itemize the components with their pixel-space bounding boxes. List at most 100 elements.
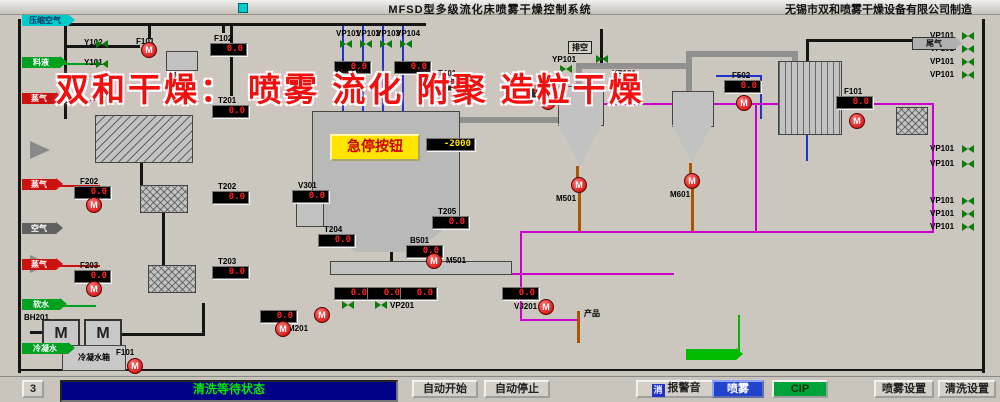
valve-icon[interactable]: [962, 160, 974, 169]
cyclone-2-body[interactable]: [672, 91, 714, 127]
pipe-segment: [390, 251, 393, 261]
value-display[interactable]: 0.0: [367, 287, 404, 300]
v301-vessel[interactable]: [296, 201, 324, 227]
value-display[interactable]: 0.0: [212, 191, 249, 204]
pump-icon[interactable]: M: [538, 299, 554, 315]
pipe-segment: [30, 331, 44, 334]
pump-icon[interactable]: M: [86, 197, 102, 213]
value-display[interactable]: 0.0: [212, 105, 249, 118]
value-display[interactable]: 0.0: [836, 96, 873, 109]
pump-icon[interactable]: M: [86, 281, 102, 297]
tag-label: F203: [80, 261, 99, 270]
venturi-1: [30, 141, 50, 159]
air-heater-2[interactable]: [148, 265, 196, 293]
tag-label: VP101: [930, 144, 955, 153]
valve-icon[interactable]: [962, 58, 974, 67]
cip-button[interactable]: CIP: [772, 380, 828, 398]
pipe-segment: [458, 117, 560, 123]
tag-label: YP101: [552, 55, 577, 64]
value-display[interactable]: 0.0: [394, 61, 431, 74]
flow-arrow: 冷凝水: [22, 342, 75, 354]
pump-icon[interactable]: M: [275, 321, 291, 337]
pump-icon[interactable]: M: [127, 358, 143, 374]
valve-icon[interactable]: [962, 223, 974, 232]
nav-small-button[interactable]: 3: [22, 380, 44, 398]
valve-icon[interactable]: [618, 81, 630, 90]
valve-icon[interactable]: [962, 71, 974, 80]
mute-alarm-button[interactable]: 消报警音: [636, 380, 716, 398]
value-display[interactable]: 0.0: [432, 78, 469, 91]
manufacturer-label: 无锡市双和喷雾干燥设备有限公司制造: [785, 4, 972, 16]
value-display[interactable]: 0.0: [210, 43, 247, 56]
valve-icon[interactable]: [360, 40, 372, 49]
tag-label: F102: [168, 71, 187, 80]
watermark-text: 双和干燥： 喷雾 流化 附聚 造粒干燥: [56, 71, 645, 108]
value-display[interactable]: 0.0: [212, 266, 249, 279]
pump-icon[interactable]: M: [426, 253, 442, 269]
pipe-segment: [18, 19, 21, 373]
value-display[interactable]: 0.0: [432, 216, 469, 229]
spray-settings-button[interactable]: 喷雾设置: [874, 380, 934, 398]
auto-start-button[interactable]: 自动开始: [412, 380, 478, 398]
arrow-head-icon: [56, 92, 63, 104]
valve-icon[interactable]: [375, 301, 387, 310]
valve-icon[interactable]: [400, 40, 412, 49]
pump-icon[interactable]: M: [736, 95, 752, 111]
tag-label: VP101: [930, 159, 955, 168]
valve-icon[interactable]: [962, 145, 974, 154]
pump-icon[interactable]: M: [849, 113, 865, 129]
tag-label: F202: [80, 177, 99, 186]
pipe-segment: [686, 51, 798, 57]
pump-icon[interactable]: M: [571, 177, 587, 193]
value-display[interactable]: 0.0: [724, 80, 761, 93]
arrow-head-icon: [68, 15, 75, 26]
inlet-fan-box[interactable]: [166, 51, 198, 71]
valve-icon[interactable]: [962, 197, 974, 206]
tag-label: F101: [136, 37, 155, 46]
tag-label: M201: [288, 324, 309, 333]
pipe-segment: [520, 319, 578, 321]
valve-icon[interactable]: [342, 301, 354, 310]
valve-icon[interactable]: [340, 40, 352, 49]
valve-icon[interactable]: [596, 55, 608, 64]
air-heater-1[interactable]: [140, 185, 188, 213]
value-display[interactable]: 0.0: [334, 287, 371, 300]
exhaust-filter[interactable]: [896, 107, 928, 135]
value-display[interactable]: -2000: [426, 138, 475, 151]
valve-icon[interactable]: [962, 210, 974, 219]
bag-filter[interactable]: [95, 115, 193, 163]
clean-settings-button[interactable]: 清洗设置: [938, 380, 996, 398]
valve-icon[interactable]: [962, 32, 974, 41]
value-display[interactable]: 0.0: [334, 61, 371, 74]
pump-icon[interactable]: M: [684, 173, 700, 189]
emergency-stop-button[interactable]: 急停按钮: [330, 134, 420, 161]
valve-icon[interactable]: [96, 40, 108, 49]
drying-tower[interactable]: [312, 111, 460, 219]
pump-icon[interactable]: M: [141, 42, 157, 58]
pump-icon[interactable]: M: [540, 94, 556, 110]
valve-icon[interactable]: [962, 45, 974, 54]
pump-icon[interactable]: M: [314, 307, 330, 323]
valve-icon[interactable]: [560, 65, 572, 74]
tag-label: T201: [218, 96, 237, 105]
value-display[interactable]: 0.0: [400, 287, 437, 300]
value-display[interactable]: 0.0: [318, 234, 355, 247]
valve-icon[interactable]: [380, 40, 392, 49]
flow-arrow: 料液: [22, 56, 67, 68]
condenser[interactable]: [778, 61, 842, 135]
pipe-segment: [982, 19, 985, 373]
value-display[interactable]: 0.0: [506, 85, 543, 98]
tag-label: M601: [670, 190, 691, 199]
spray-button[interactable]: 喷雾: [712, 380, 764, 398]
fluid-bed[interactable]: [330, 261, 512, 275]
pipe-segment: [56, 99, 100, 101]
pipe-segment: [202, 303, 205, 336]
flow-arrow: 压缩空气: [22, 15, 75, 26]
auto-stop-button[interactable]: 自动停止: [484, 380, 550, 398]
value-display[interactable]: 0.0: [502, 287, 539, 300]
valve-icon[interactable]: [96, 60, 108, 69]
value-display[interactable]: 0.0: [292, 190, 329, 203]
tag-label: 排空: [568, 41, 592, 54]
tag-label: F101: [844, 87, 863, 96]
tag-label: BH201: [24, 313, 49, 322]
